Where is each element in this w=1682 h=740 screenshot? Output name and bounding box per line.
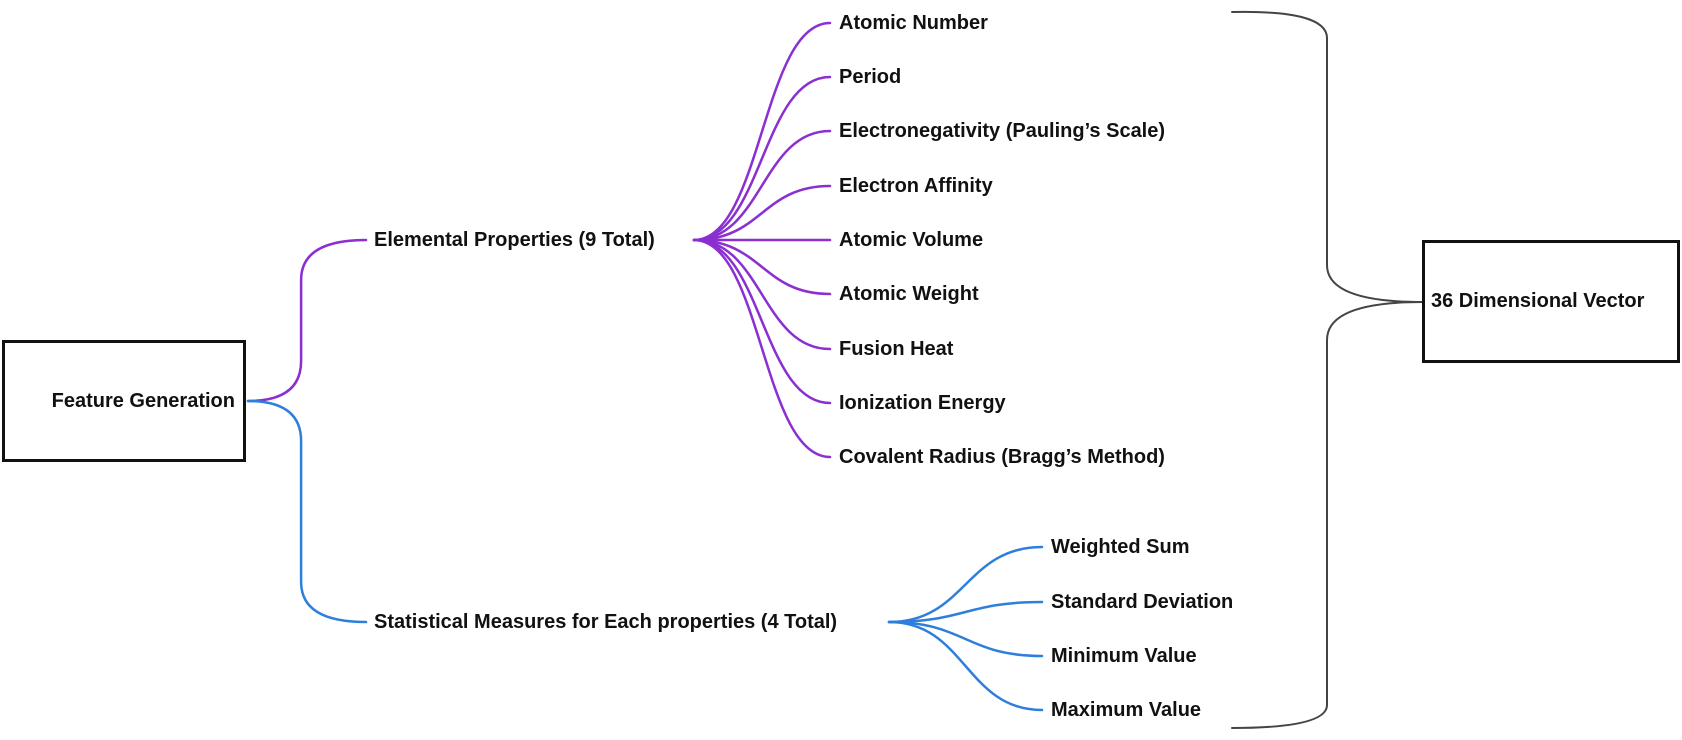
dimensional-vector-box: 36 Dimensional Vector bbox=[1422, 240, 1680, 363]
property-atomic-volume: Atomic Volume bbox=[839, 229, 984, 251]
statistical-measures-label: Statistical Measures for Each properties… bbox=[374, 611, 838, 633]
property-electronegativity: Electronegativity (Pauling’s Scale) bbox=[839, 120, 1166, 142]
dimensional-vector-label: 36 Dimensional Vector bbox=[1431, 290, 1645, 312]
measure-minimum-value: Minimum Value bbox=[1051, 645, 1197, 667]
measure-maximum-value: Maximum Value bbox=[1051, 699, 1202, 721]
measure-standard-deviation: Standard Deviation bbox=[1051, 591, 1234, 613]
connector-elemental-child-6 bbox=[692, 238, 832, 351]
property-atomic-weight: Atomic Weight bbox=[839, 283, 979, 305]
connector-elemental-child-3 bbox=[692, 184, 832, 242]
connector-statistical-child-0 bbox=[887, 545, 1044, 624]
connector-root-to-statistical bbox=[246, 399, 368, 624]
connector-statistical-child-1 bbox=[887, 600, 1044, 624]
connector-statistical-child-3 bbox=[887, 620, 1044, 712]
property-ionization-energy: Ionization Energy bbox=[839, 392, 1006, 414]
connector-statistical-child-2 bbox=[887, 620, 1044, 658]
bracket-lower-arm bbox=[1231, 301, 1423, 729]
property-covalent-radius: Covalent Radius (Bragg’s Method) bbox=[839, 446, 1165, 468]
connector-elemental-child-1 bbox=[692, 75, 832, 242]
connector-root-to-elemental bbox=[246, 238, 368, 403]
feature-generation-label: Feature Generation bbox=[51, 389, 235, 412]
connector-elemental-child-2 bbox=[692, 129, 832, 242]
connector-elemental-child-5 bbox=[692, 238, 832, 296]
property-period: Period bbox=[839, 66, 902, 88]
property-fusion-heat: Fusion Heat bbox=[839, 338, 954, 360]
elemental-properties-label: Elemental Properties (9 Total) bbox=[374, 229, 655, 251]
property-atomic-number: Atomic Number bbox=[839, 12, 988, 34]
bracket-upper-arm bbox=[1231, 10, 1423, 303]
connector-elemental-child-7 bbox=[692, 238, 832, 405]
property-electron-affinity: Electron Affinity bbox=[839, 175, 993, 197]
connector-elemental-child-0 bbox=[692, 21, 832, 242]
connector-elemental-child-8 bbox=[692, 238, 832, 459]
measure-weighted-sum: Weighted Sum bbox=[1051, 536, 1190, 558]
feature-generation-box: Feature Generation bbox=[2, 340, 246, 462]
